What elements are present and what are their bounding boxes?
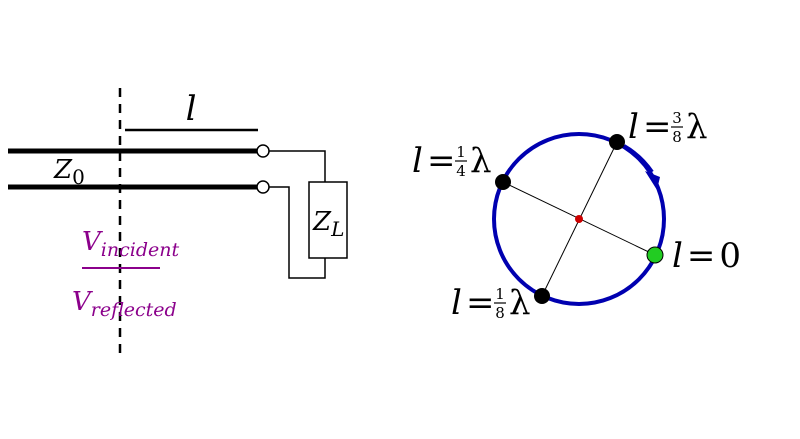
svg-text:3: 3 bbox=[672, 109, 682, 127]
point-l-eighth bbox=[534, 288, 550, 304]
load-impedance-box bbox=[308, 181, 348, 259]
svg-text:1: 1 bbox=[495, 285, 505, 303]
svg-text:l: l bbox=[628, 107, 639, 147]
svg-text:l: l bbox=[412, 141, 423, 181]
top-terminal bbox=[256, 144, 270, 158]
svg-text:=: = bbox=[427, 141, 456, 181]
center-point bbox=[575, 215, 583, 223]
point-l-quarter bbox=[495, 174, 511, 190]
svg-text:4: 4 bbox=[456, 162, 466, 180]
transmission-line-diagram: l Z0 ZL Vincident Vreflected bbox=[8, 88, 348, 355]
ratio-denominator: Vreflected bbox=[72, 287, 177, 321]
svg-text:8: 8 bbox=[672, 128, 682, 146]
line-impedance-label: Z0 bbox=[53, 155, 85, 189]
svg-text:=: = bbox=[466, 283, 495, 323]
reflection-circle bbox=[492, 132, 666, 306]
svg-text:λ: λ bbox=[509, 283, 531, 323]
bottom-terminal bbox=[256, 180, 270, 194]
svg-text:l: l bbox=[451, 283, 462, 323]
point-l-zero bbox=[646, 246, 664, 264]
length-label: l bbox=[186, 89, 197, 129]
svg-text:1: 1 bbox=[456, 143, 466, 161]
load-wire-top bbox=[269, 150, 326, 182]
rotation-arrow-arc bbox=[622, 144, 654, 174]
rotation-arrow-head bbox=[645, 171, 660, 190]
svg-text:λ: λ bbox=[470, 141, 492, 181]
svg-text:=: = bbox=[643, 107, 672, 147]
svg-text:8: 8 bbox=[495, 304, 505, 322]
label-l-three-eighths: l = 3 8 λ bbox=[628, 107, 708, 147]
ratio-numerator: Vincident bbox=[82, 227, 179, 261]
label-l-quarter: l = 1 4 λ bbox=[412, 141, 492, 181]
load-impedance-label: ZL bbox=[312, 207, 344, 241]
load-wire-bottom bbox=[269, 186, 326, 279]
voltage-ratio: Vincident Vreflected bbox=[72, 227, 179, 321]
point-l-three-eighths bbox=[609, 134, 625, 150]
reflection-circle-diagram: l=0 l = 1 8 λ l = 1 4 λ l = 3 8 λ bbox=[412, 107, 741, 323]
svg-text:l=0: l=0 bbox=[672, 236, 741, 276]
svg-text:λ: λ bbox=[686, 107, 708, 147]
label-l-eighth: l = 1 8 λ bbox=[451, 283, 531, 323]
label-l-zero: l=0 bbox=[672, 236, 741, 276]
